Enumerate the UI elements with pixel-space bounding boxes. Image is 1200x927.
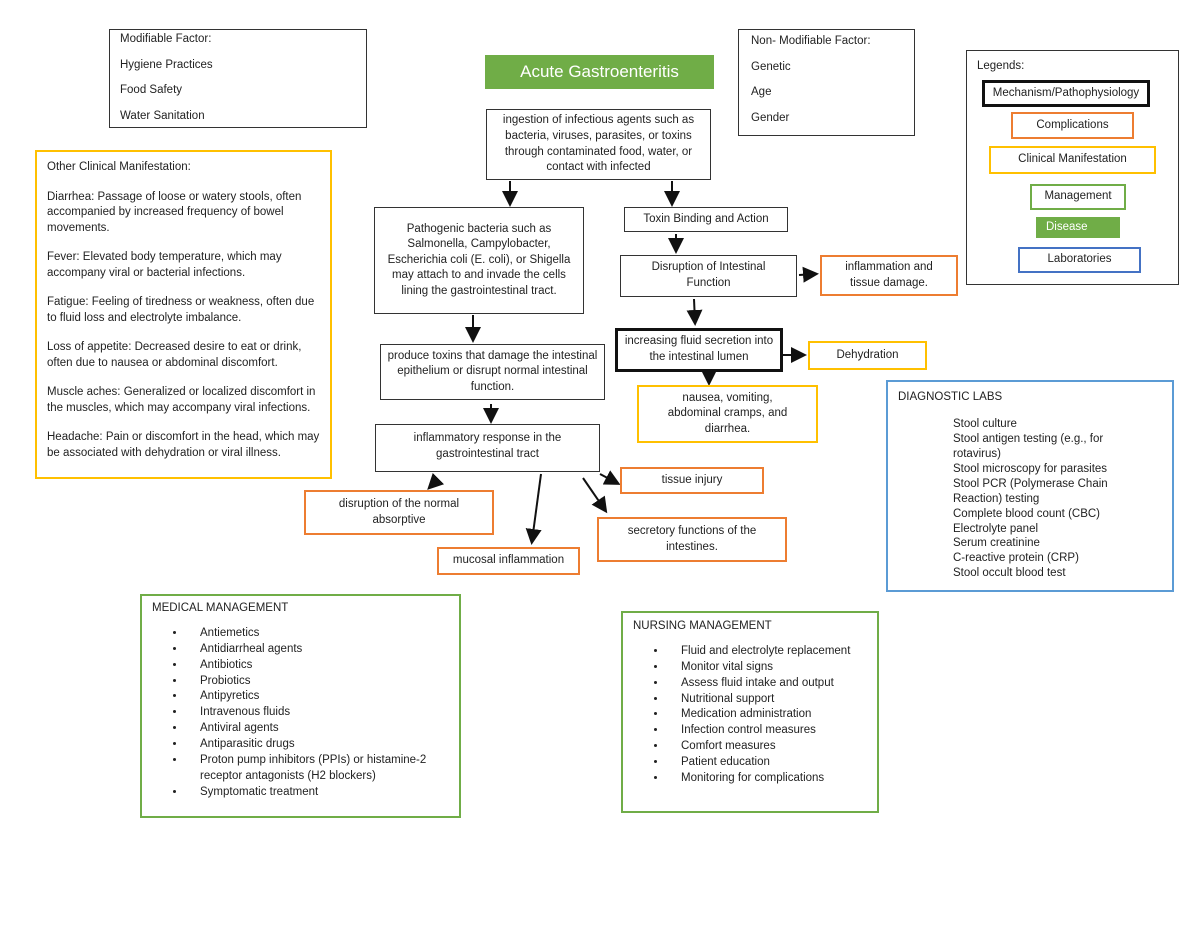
clinical-item: Headache: Pain or discomfort in the head… — [47, 431, 320, 459]
nursing-item: Monitoring for complications — [667, 771, 867, 787]
nursing-item: Monitor vital signs — [667, 660, 867, 676]
clinical-item: Diarrhea: Passage of loose or watery sto… — [47, 190, 302, 234]
nursing-item: Medication administration — [667, 707, 867, 723]
medical-item: Intravenous fluids — [186, 705, 449, 721]
inflammatory-response-box: inflammatory response in the gastrointes… — [375, 424, 600, 472]
fluid-secretion-box: increasing fluid secretion into the inte… — [615, 328, 783, 372]
medical-item: Antibiotics — [186, 658, 449, 674]
medical-item: Probiotics — [186, 674, 449, 690]
pathogenic-bacteria-box: Pathogenic bacteria such as Salmonella, … — [374, 207, 584, 314]
legend-disease: Disease — [1036, 217, 1120, 238]
nursing-item: Patient education — [667, 755, 867, 771]
arrow — [525, 473, 542, 545]
lab-item: Stool culture — [953, 417, 1017, 430]
nursing-item: Fluid and electrolyte replacement — [667, 644, 867, 660]
disease-title: Acute Gastroenteritis — [485, 55, 714, 89]
arrow — [798, 266, 819, 283]
disruption-absorptive-box: disruption of the normal absorptive — [304, 490, 494, 535]
legend-management: Management — [1030, 184, 1126, 210]
toxin-binding-box: Toxin Binding and Action — [624, 207, 788, 232]
disruption-function-box: Disruption of Intestinal Function — [620, 255, 797, 297]
clinical-item: Loss of appetite: Decreased desire to ea… — [47, 341, 302, 369]
lab-item: Stool occult blood test — [953, 567, 1066, 580]
modifiable-item: Food Safety — [120, 84, 183, 96]
medical-item: Antiparasitic drugs — [186, 737, 449, 753]
lab-item: Stool microscopy for parasites — [953, 462, 1108, 475]
secretory-functions-box: secretory functions of the intestines. — [597, 517, 787, 562]
non-modifiable-factor-box: Non- Modifiable Factor: Genetic Age Gend… — [738, 29, 915, 136]
non-modifiable-item: Gender — [751, 111, 790, 124]
dehydration-box: Dehydration — [808, 341, 927, 370]
medical-item: Proton pump inhibitors (PPIs) or histami… — [186, 753, 449, 785]
modifiable-heading: Modifiable Factor: — [120, 33, 212, 45]
non-modifiable-item: Genetic — [751, 60, 791, 73]
nursing-item: Assess fluid intake and output — [667, 676, 867, 692]
arrow — [686, 298, 703, 326]
lab-item: Complete blood count (CBC) — [953, 507, 1101, 520]
medical-item: Antiviral agents — [186, 721, 449, 737]
clinical-item: Fever: Elevated body temperature, which … — [47, 251, 282, 279]
lab-item: Serum creatinine — [953, 537, 1040, 550]
clinical-item: Fatigue: Feeling of tiredness or weaknes… — [47, 296, 315, 324]
nursing-item: Nutritional support — [667, 692, 867, 708]
nursing-item: Infection control measures — [667, 723, 867, 739]
medical-item: Symptomatic treatment — [186, 785, 449, 801]
inflammation-damage-box: inflammation and tissue damage. — [820, 255, 958, 296]
lab-item: Stool antigen testing (e.g., for rotavir… — [953, 432, 1104, 460]
legend-laboratories: Laboratories — [1018, 247, 1141, 273]
clinical-item: Muscle aches: Generalized or localized d… — [47, 386, 316, 414]
legend-mechanism: Mechanism/Pathophysiology — [982, 80, 1150, 107]
lab-item: C-reactive protein (CRP) — [953, 552, 1079, 565]
lab-item: Stool PCR (Polymerase Chain Reaction) te… — [953, 477, 1108, 505]
mucosal-inflammation-box: mucosal inflammation — [437, 547, 580, 575]
medical-heading: MEDICAL MANAGEMENT — [152, 602, 289, 614]
legend-complications: Complications — [1011, 112, 1134, 139]
non-modifiable-item: Age — [751, 86, 772, 98]
legend-heading: Legends: — [977, 60, 1025, 72]
non-modifiable-heading: Non- Modifiable Factor: — [751, 35, 871, 47]
ingestion-box: ingestion of infectious agents such as b… — [486, 109, 711, 180]
produce-toxins-box: produce toxins that damage the intestina… — [380, 344, 605, 400]
other-clinical-manifestation-box: Other Clinical Manifestation: Diarrhea: … — [35, 150, 332, 479]
nursing-heading: NURSING MANAGEMENT — [633, 620, 772, 632]
arrow — [599, 470, 621, 485]
modifiable-item: Water Sanitation — [120, 109, 205, 122]
arrow — [582, 477, 608, 514]
medical-management-box: MEDICAL MANAGEMENT Antiemetics Antidiarr… — [140, 594, 461, 818]
nursing-management-box: NURSING MANAGEMENT Fluid and electrolyte… — [621, 611, 879, 813]
arrow — [427, 472, 445, 490]
legend-clinical-manifestation: Clinical Manifestation — [989, 146, 1156, 174]
medical-item: Antipyretics — [186, 689, 449, 705]
medical-item: Antiemetics — [186, 626, 449, 642]
tissue-injury-box: tissue injury — [620, 467, 764, 494]
diagnostic-heading: DIAGNOSTIC LABS — [898, 391, 1003, 403]
modifiable-factor-box: Modifiable Factor: Hygiene Practices Foo… — [109, 29, 367, 128]
diagnostic-labs-box: DIAGNOSTIC LABS Stool culture Stool anti… — [886, 380, 1174, 592]
medical-item: Antidiarrheal agents — [186, 642, 449, 658]
nausea-box: nausea, vomiting, abdominal cramps, and … — [637, 385, 818, 443]
other-clinical-heading: Other Clinical Manifestation: — [47, 161, 191, 173]
nursing-item: Comfort measures — [667, 739, 867, 755]
modifiable-item: Hygiene Practices — [120, 58, 213, 71]
lab-item: Electrolyte panel — [953, 522, 1039, 535]
